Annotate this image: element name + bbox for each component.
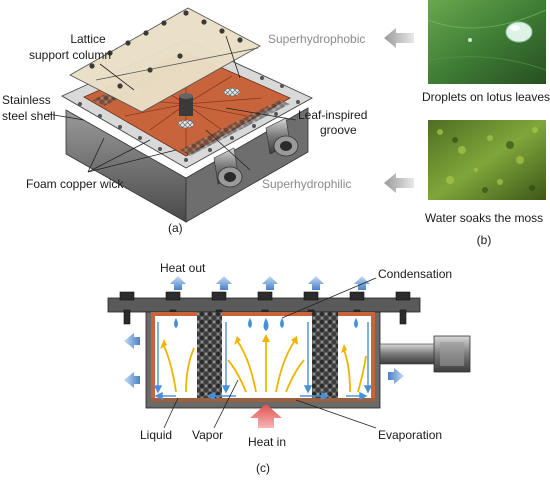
label-stainless-1: Stainless <box>2 93 51 107</box>
panel-a-leaders <box>47 35 297 173</box>
cover-bolts <box>89 10 243 89</box>
label-liquid: Liquid <box>140 428 172 442</box>
heat-in-arrow <box>250 404 282 428</box>
liquid-flow-arrows <box>153 322 373 401</box>
rim-bolts <box>78 76 300 162</box>
panel-c-leaders <box>163 277 377 429</box>
panel-c-section <box>107 291 471 409</box>
panel-a-tag: (a) <box>168 221 183 235</box>
lotus-photo <box>427 0 547 84</box>
side-tube <box>379 335 471 373</box>
condensate-droplets <box>174 318 358 331</box>
center-column-top <box>179 93 193 99</box>
water-droplet <box>505 21 533 43</box>
foam-column-right <box>312 312 338 402</box>
arrow-moss-to-device <box>384 173 414 193</box>
lattice-column-3 <box>177 119 195 129</box>
label-stainless-2: steel shell <box>2 109 55 123</box>
lattice-column-2 <box>223 87 241 97</box>
nozzle-front <box>213 147 243 188</box>
panel-b-tag: (b) <box>477 233 492 247</box>
label-leaf-2: groove <box>320 123 357 137</box>
label-superhydrophobic: Superhydrophobic <box>268 32 365 46</box>
heat-out-side-arrows <box>124 333 404 388</box>
nozzle-back <box>265 117 299 157</box>
label-superhydrophilic: Superhydrophilic <box>262 177 351 191</box>
center-column <box>179 96 193 116</box>
bottom-wick <box>151 398 375 402</box>
label-leaf-1: Leaf-inspired <box>298 108 367 122</box>
cover-edge-line <box>95 47 259 81</box>
label-heat-out: Heat out <box>160 261 206 275</box>
caption-lotus: Droplets on lotus leaves <box>422 90 550 104</box>
label-vapor: Vapor <box>192 428 223 442</box>
arrow-lotus-to-device <box>384 28 414 48</box>
label-foam-wick: Foam copper wick <box>26 177 124 191</box>
foam-column-left <box>197 312 222 402</box>
panel-a-device <box>61 7 313 223</box>
label-lattice-2: support column <box>29 48 111 62</box>
moss-photo <box>428 120 546 200</box>
label-lattice-1: Lattice <box>70 32 106 46</box>
panel-c-tag: (c) <box>256 461 270 475</box>
heat-out-arrows <box>170 276 370 290</box>
vapor-flow-arrows <box>160 334 367 393</box>
label-evaporation: Evaporation <box>378 428 442 442</box>
label-condensation: Condensation <box>378 267 452 281</box>
label-heat-in: Heat in <box>248 435 286 449</box>
caption-moss: Water soaks the moss <box>425 211 543 225</box>
